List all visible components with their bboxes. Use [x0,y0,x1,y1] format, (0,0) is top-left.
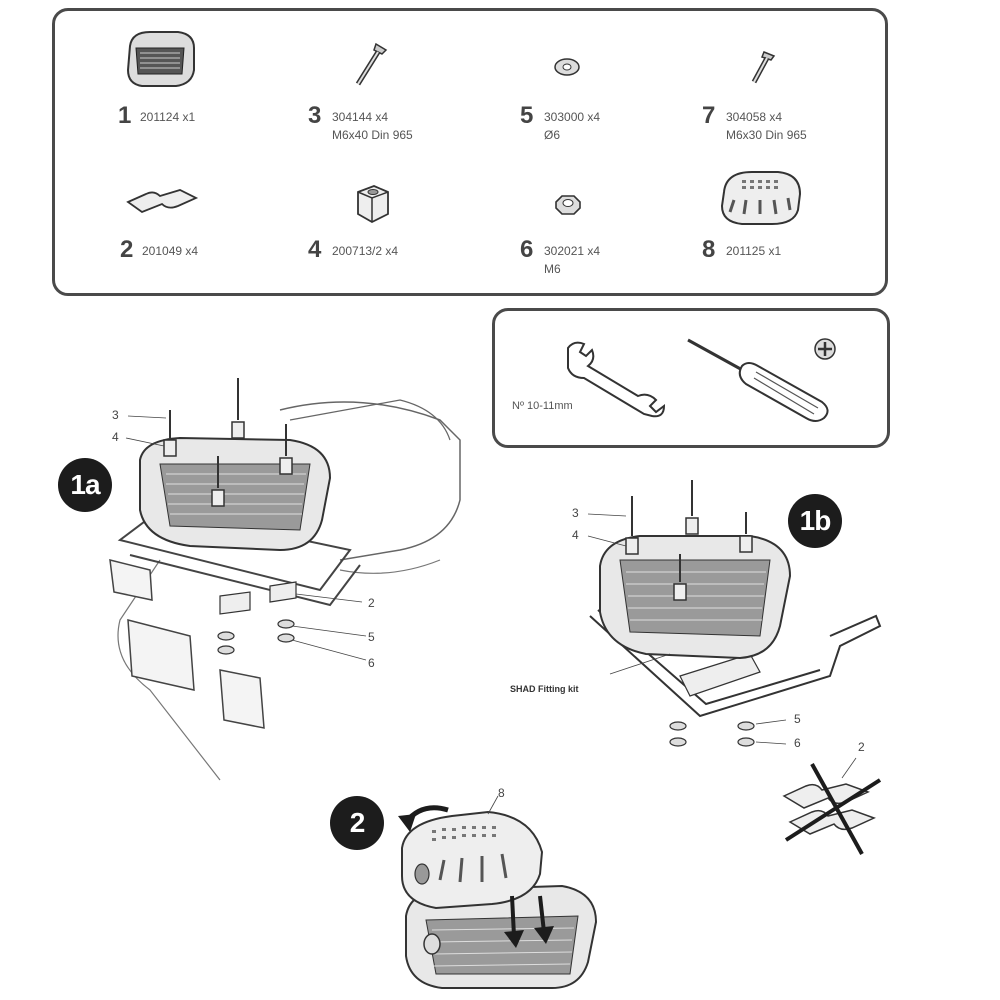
part-number: 6 [520,236,534,263]
part-spec: Ø6 [544,128,561,142]
part-number: 2 [120,236,134,263]
wrench-size-label: Nº 10-11mm [512,400,573,412]
step-2-drawing [398,795,598,989]
part-spec: M6 [544,262,561,276]
fitting-kit-label: SHAD Fitting kit [510,684,579,694]
part-code: 304058 x4 [726,110,783,124]
step-1a-drawing [109,378,461,781]
screwdriver-icon [687,338,829,422]
part-number: 4 [308,236,322,263]
tools-box [492,308,890,448]
top-case-base-plate-icon [126,31,195,87]
part-code: 201049 x4 [142,244,199,258]
part-spec: M6x30 Din 965 [726,128,807,142]
parts-list-box [52,8,888,296]
crossed-out-brackets-icon [782,757,882,855]
short-screw-icon [751,51,776,84]
callout-5: 5 [794,712,801,726]
callout-4: 4 [112,430,119,444]
part-code: 302021 x4 [544,244,601,258]
spacer-block-icon [357,185,389,224]
callout-5: 5 [368,630,375,644]
part-code: 201124 x1 [140,110,196,124]
phillips-head-icon [814,338,836,360]
callout-2: 2 [368,596,375,610]
callout-3: 3 [112,408,119,422]
step-1a-badge: 1a [58,458,112,512]
part-number: 8 [702,236,716,263]
part-number: 5 [520,102,534,129]
part-code: 201125 x1 [726,244,782,258]
part-spec: M6x40 Din 965 [332,128,413,142]
step-1b-badge: 1b [788,494,842,548]
cover-plate-icon [720,171,802,225]
part-number: 7 [702,102,716,129]
bracket-plate-icon [126,189,199,214]
callout-6: 6 [368,656,375,670]
step-2-badge: 2 [330,796,384,850]
callout-8: 8 [498,786,505,800]
wrench-icon [567,341,666,418]
callout-6: 6 [794,736,801,750]
nut-icon [555,195,581,215]
callout-2: 2 [858,740,865,754]
callout-4: 4 [572,528,579,542]
part-code: 303000 x4 [544,110,601,124]
part-number: 3 [308,102,322,129]
callout-3: 3 [572,506,579,520]
step-1b-drawing [587,480,882,747]
part-code: 200713/2 x4 [332,244,399,258]
long-screw-icon [355,42,388,86]
part-code: 304144 x4 [332,110,389,124]
part-number: 1 [118,102,132,129]
washer-icon [554,58,580,76]
